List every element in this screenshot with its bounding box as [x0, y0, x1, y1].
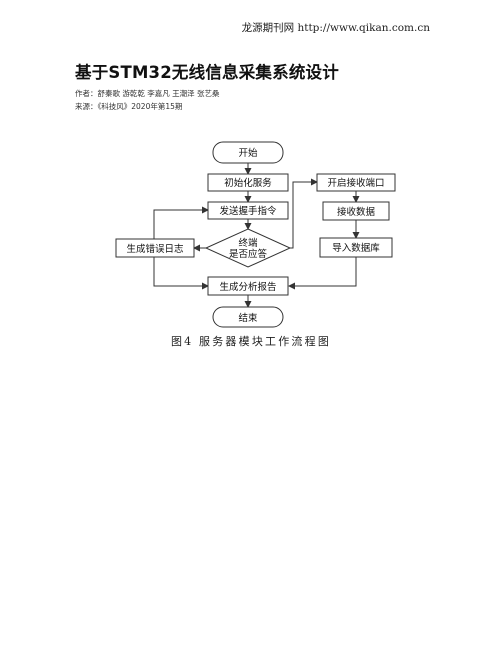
node-open-port: 开启接收端口	[316, 173, 396, 192]
node-init-label: 初始化服务	[224, 177, 272, 189]
node-import-db: 导入数据库	[319, 237, 393, 258]
article-source: 来源：《科技风》2020年第15期	[75, 102, 183, 111]
node-end-label: 结束	[238, 312, 258, 324]
site-header: 龙源期刊网 http://www.qikan.com.cn	[241, 22, 430, 34]
edge-error-log-send	[153, 206, 209, 239]
node-decision: 终端 是否应答	[204, 228, 292, 268]
node-error-log-label: 生成错误日志	[126, 243, 183, 255]
node-report-label: 生成分析报告	[219, 281, 276, 293]
node-start: 开始	[212, 141, 284, 164]
figure-caption: 图4 服务器模块工作流程图	[170, 335, 332, 348]
node-receive: 接收数据	[322, 201, 390, 221]
node-decision-label-2: 是否应答	[229, 248, 268, 260]
node-decision-label-1: 终端	[238, 237, 258, 249]
flowchart-svg: 开始 初始化服务 发送握手指令 终端 是否应答 生成错误日志 开启接收端口 接收…	[115, 141, 396, 328]
node-report: 生成分析报告	[207, 276, 289, 296]
edge-error-log-report	[153, 257, 209, 290]
article-title: 基于STM32无线信息采集系统设计	[75, 63, 339, 82]
node-init: 初始化服务	[207, 173, 289, 192]
node-import-db-label: 导入数据库	[332, 242, 380, 254]
node-start-label: 开始	[238, 147, 258, 159]
node-end: 结束	[212, 306, 284, 328]
article-authors: 作者：舒秦歌 游乾乾 李嘉凡 王潮泽 张艺桑	[75, 89, 220, 98]
edge-decision-open-port	[290, 178, 318, 249]
node-send-label: 发送握手指令	[219, 205, 277, 217]
flowchart-figure: 开始 初始化服务 发送握手指令 终端 是否应答 生成错误日志 开启接收端口 接收…	[110, 136, 410, 332]
node-receive-label: 接收数据	[337, 206, 376, 218]
edge-import-report	[288, 257, 357, 290]
node-open-port-label: 开启接收端口	[327, 177, 384, 189]
node-error-log: 生成错误日志	[115, 238, 195, 258]
node-send: 发送握手指令	[207, 201, 289, 220]
